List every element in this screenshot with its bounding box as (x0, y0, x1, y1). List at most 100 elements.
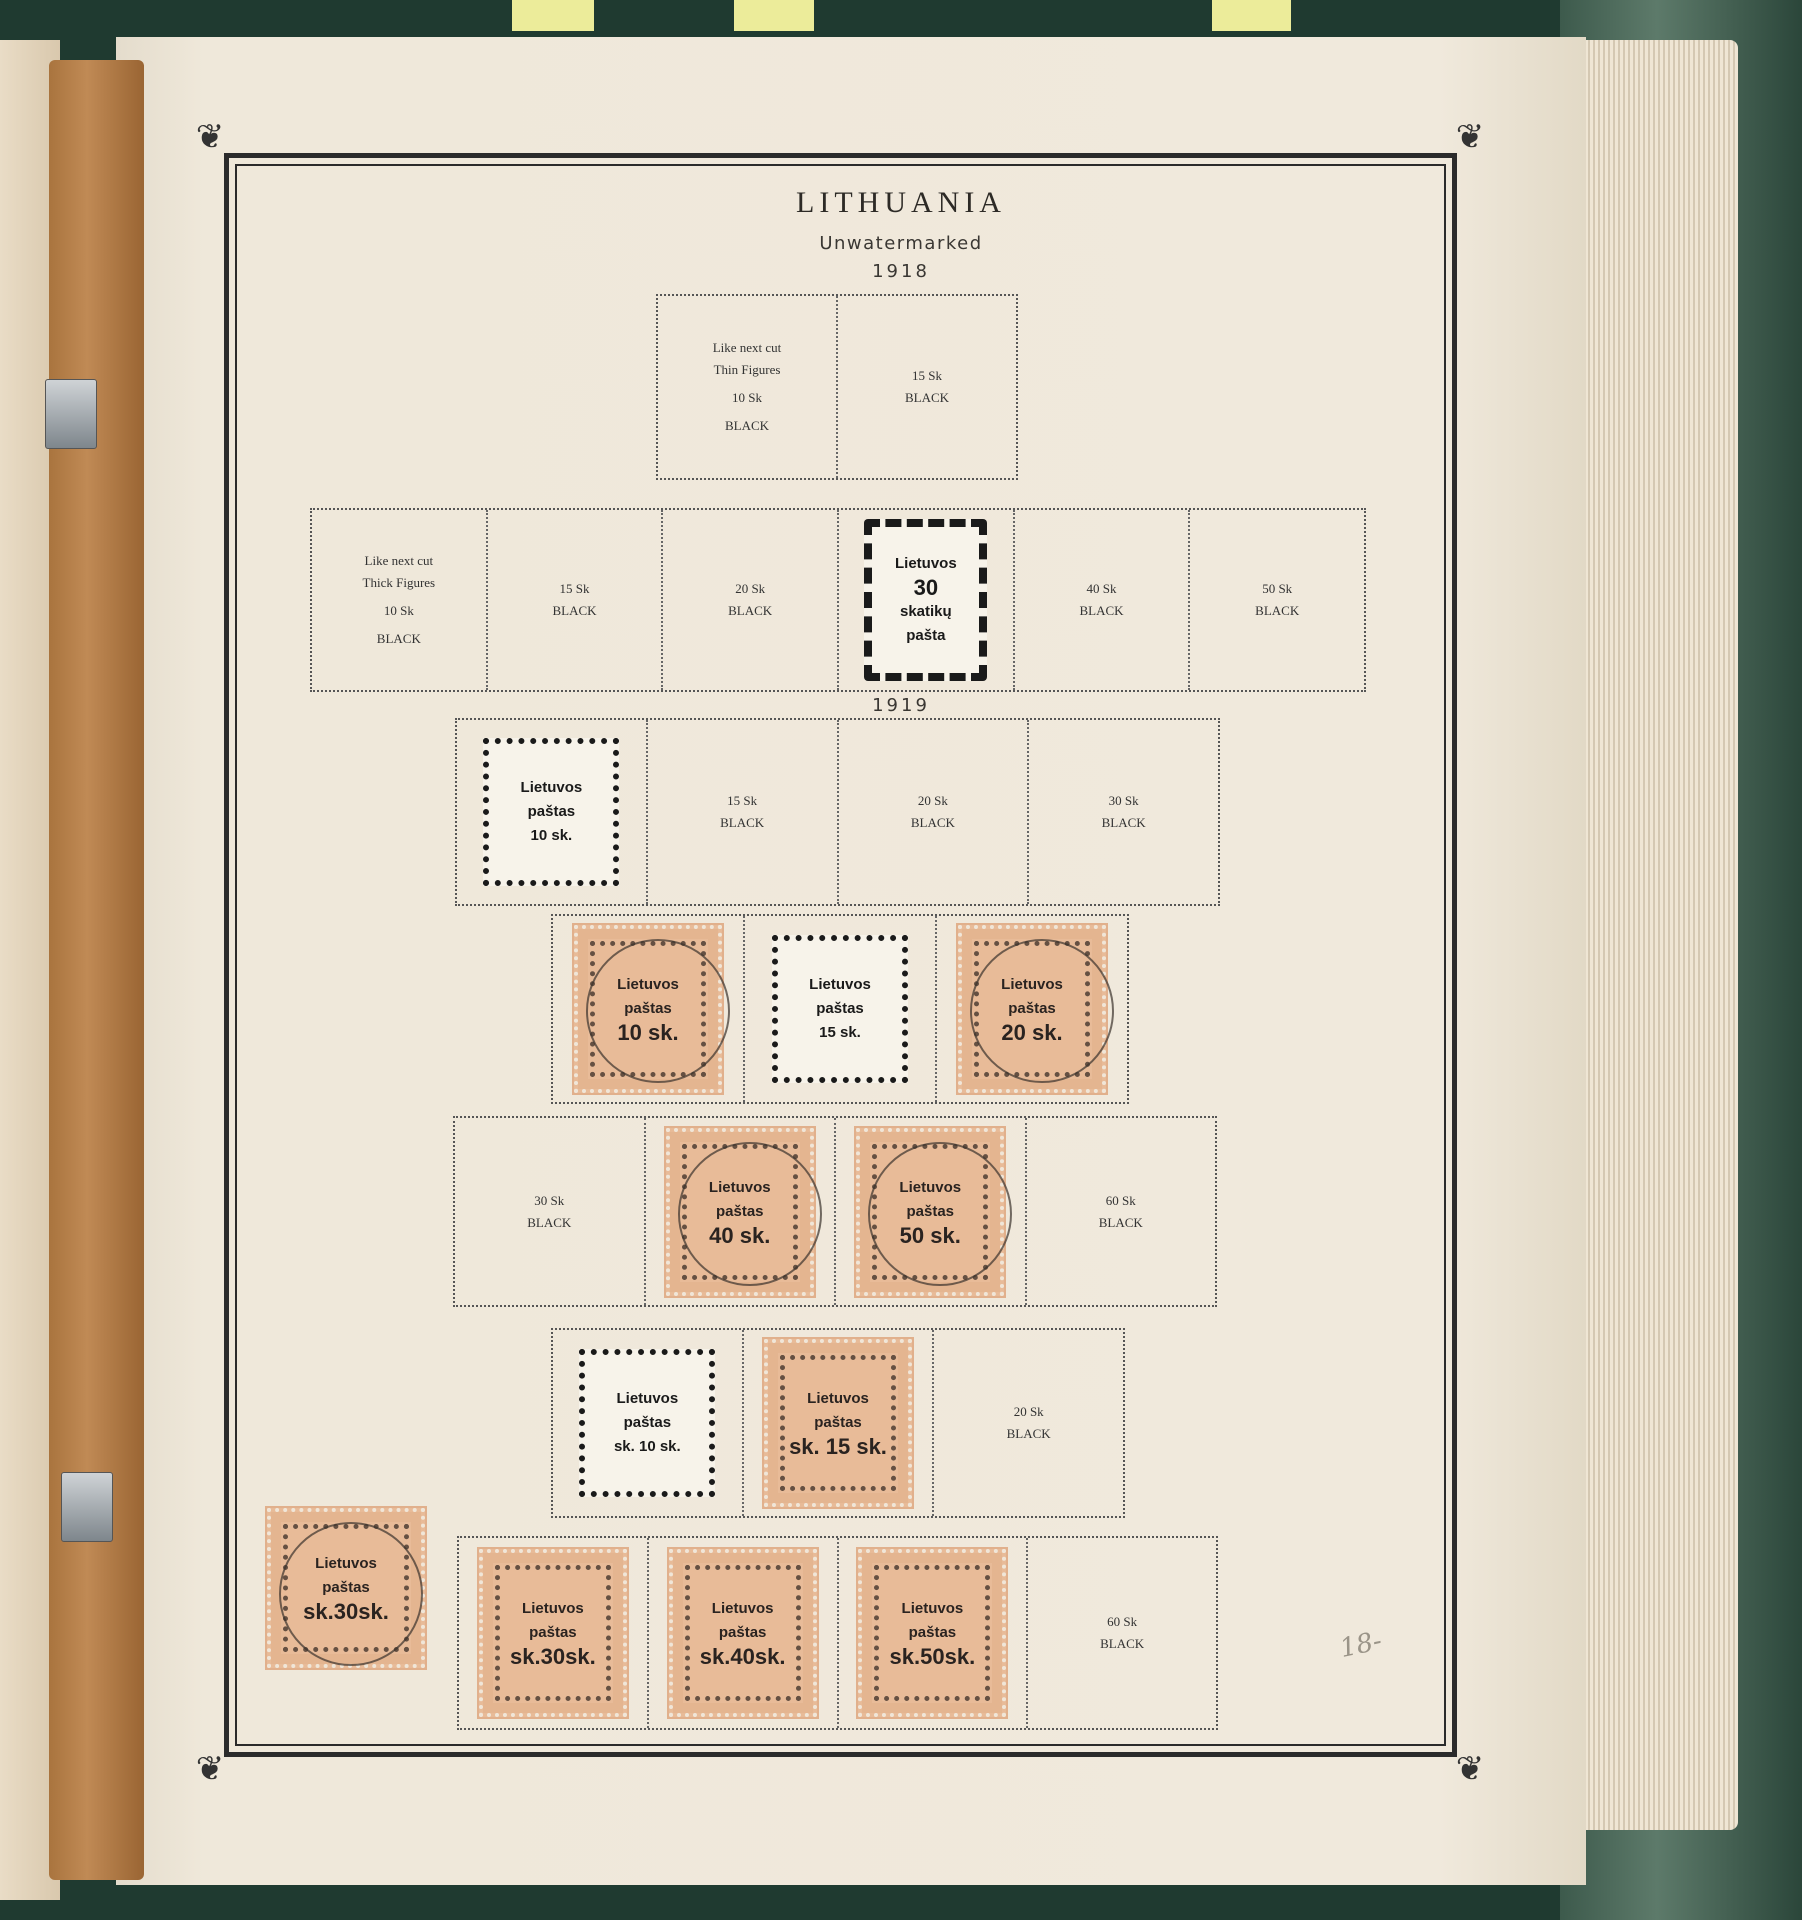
space-caption: BLACK (1006, 1426, 1051, 1441)
postmark-cancel (586, 939, 730, 1083)
space-caption: 10 Sk (732, 390, 762, 405)
space-caption: 60 Sk (1105, 1192, 1136, 1208)
sticky-tab (734, 0, 814, 31)
year-heading-1918: 1918 (872, 261, 930, 282)
stamp-text: sk.30sk. (510, 1644, 596, 1669)
space-caption: BLACK (728, 603, 773, 618)
space-caption: 40 Sk (1086, 581, 1117, 596)
space-caption: BLACK (552, 603, 597, 618)
space-caption: BLACK (1079, 603, 1124, 618)
space-caption: BLACK (1098, 1214, 1143, 1230)
postmark-cancel (868, 1141, 1013, 1286)
cut-text: 30 (913, 575, 939, 600)
space-caption: Thick Figures (362, 575, 436, 590)
stamp-text: Lietuvos (711, 1600, 774, 1617)
page-subtitle: Unwatermarked (819, 233, 983, 254)
cut-text: paštas (623, 1414, 672, 1431)
cut-text: pašta (906, 627, 946, 644)
ornament-corner-icon: ❦ (195, 1751, 225, 1788)
stamp-space[interactable]: 20 Sk BLACK (934, 1330, 1123, 1516)
stamp-illustration-cut: Lietuvos paštas sk. 10 sk. (579, 1349, 716, 1497)
space-caption: 20 Sk (917, 793, 948, 808)
stamp-text: sk.40sk. (699, 1644, 786, 1669)
cut-text: 10 sk. (530, 827, 573, 844)
ornament-corner-icon: ❦ (195, 119, 225, 156)
space-caption: 30 Sk (534, 1192, 565, 1208)
stamp-space[interactable]: 60 Sk BLACK (1027, 1118, 1216, 1305)
page-stack-edges (1570, 40, 1738, 1830)
binding-hinge (49, 60, 144, 1880)
cut-text: paštas (527, 803, 576, 820)
stamp-text: Lietuvos (807, 1390, 869, 1407)
cut-text: Lietuvos (616, 1390, 679, 1407)
year-heading-1919: 1919 (872, 695, 930, 716)
space-caption: 60 Sk (1107, 1614, 1138, 1629)
space-caption: BLACK (720, 815, 765, 830)
binder-clip (61, 1472, 113, 1542)
space-caption: BLACK (527, 1214, 572, 1230)
space-caption: BLACK (1100, 1636, 1145, 1651)
stamp-space[interactable]: 60 Sk BLACK (1028, 1538, 1216, 1728)
page-title: LITHUANIA (796, 186, 1006, 219)
space-caption: BLACK (1101, 815, 1146, 830)
postmark-cancel (970, 939, 1114, 1083)
stamp-text: paštas (814, 1414, 862, 1431)
cut-text: Lietuvos (809, 976, 871, 993)
space-caption: Thin Figures (713, 362, 781, 377)
cut-text: sk. 10 sk. (613, 1438, 681, 1455)
postmark-cancel (677, 1141, 822, 1286)
space-caption: BLACK (1255, 603, 1300, 618)
stamp-space[interactable]: Lietuvos paštas sk. 10 sk. (553, 1330, 744, 1516)
ornament-corner-icon: ❦ (1455, 1751, 1485, 1788)
stamp-text: sk.50sk. (889, 1644, 976, 1669)
space-caption: 10 Sk (383, 603, 414, 618)
cut-text: 15 sk. (819, 1024, 861, 1041)
stamp-space[interactable]: 30 Sk BLACK (455, 1118, 646, 1305)
space-caption: Like next cut (712, 340, 782, 355)
postmark-cancel (279, 1522, 423, 1666)
stamp-space[interactable]: 40 Sk BLACK (1015, 510, 1191, 690)
mounted-stamp[interactable]: Lietuvos paštas sk.40sk. (666, 1547, 819, 1719)
space-caption: Like next cut (364, 553, 434, 568)
space-caption: 20 Sk (1013, 1404, 1044, 1419)
stamp-space[interactable]: Lietuvos paštas 15 sk. (745, 916, 937, 1102)
cut-text: paštas (816, 1000, 864, 1017)
stamp-space[interactable]: 15 Sk BLACK (648, 720, 839, 904)
stamp-text: paštas (718, 1624, 767, 1641)
space-caption: 15 Sk (727, 793, 758, 808)
space-caption: 15 Sk (912, 368, 942, 383)
stamp-space[interactable]: Lietuvos paštas sk.40sk. (649, 1538, 839, 1728)
cut-text: skatikų (899, 603, 952, 620)
